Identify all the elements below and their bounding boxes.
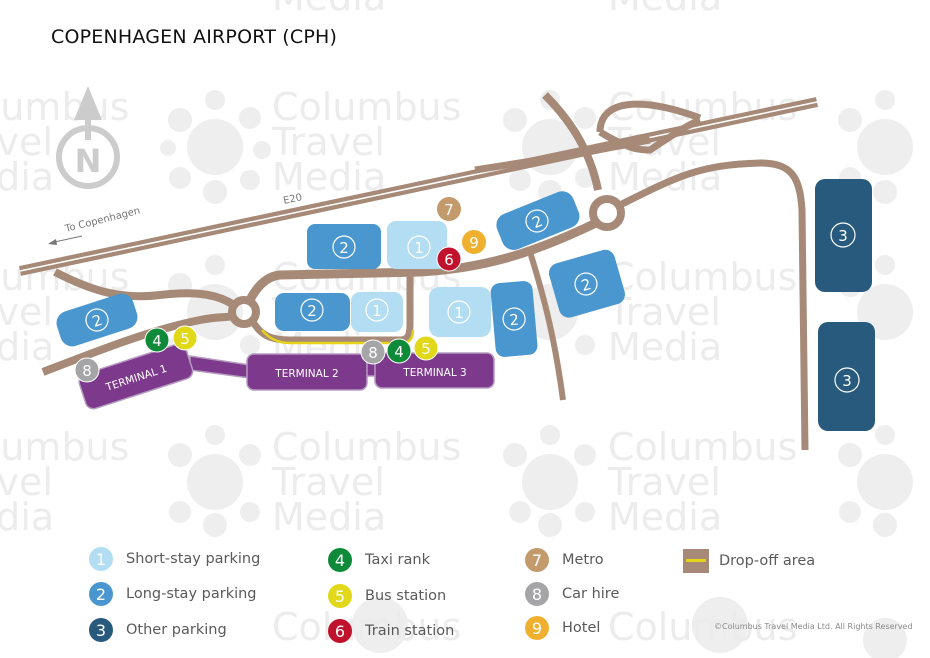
metro-icon: 7 <box>525 548 549 572</box>
svg-text:Columbus: Columbus <box>272 85 461 129</box>
svg-text:Columbus: Columbus <box>0 85 129 129</box>
svg-text:4: 4 <box>152 332 162 350</box>
svg-text:1: 1 <box>372 302 382 320</box>
legend-bus-station: 5 Bus station <box>328 584 446 608</box>
svg-text:Media: Media <box>272 0 386 19</box>
svg-text:Travel: Travel <box>0 290 53 334</box>
svg-text:Travel: Travel <box>271 120 385 164</box>
svg-text:TERMINAL 2: TERMINAL 2 <box>274 368 338 380</box>
svg-text:9: 9 <box>469 234 479 252</box>
drop-off-area-icon <box>683 549 709 573</box>
svg-text:Media: Media <box>608 325 722 369</box>
svg-text:Travel: Travel <box>0 120 53 164</box>
svg-text:Media: Media <box>0 325 54 369</box>
svg-text:6: 6 <box>444 251 454 269</box>
svg-text:Columbus: Columbus <box>608 425 797 469</box>
e20-label: E20 <box>282 192 303 207</box>
long-stay-parking-icon: 2 <box>89 582 113 606</box>
copyright-notice: ©Columbus Travel Media Ltd. All Rights R… <box>714 622 913 631</box>
svg-text:2: 2 <box>509 311 520 330</box>
svg-text:5: 5 <box>180 330 190 348</box>
to-copenhagen-label: To Copenhagen <box>48 206 141 245</box>
long-stay-parking: 2 <box>275 293 350 331</box>
svg-text:Media: Media <box>608 155 722 199</box>
svg-text:2: 2 <box>307 302 317 320</box>
svg-text:Travel: Travel <box>607 460 721 504</box>
other-parking-icon: 3 <box>89 618 113 642</box>
taxi-rank-marker-t3: 4 <box>386 338 412 364</box>
metro-marker: 7 <box>437 197 461 221</box>
svg-text:Columbus: Columbus <box>0 425 129 469</box>
svg-text:To Copenhagen: To Copenhagen <box>63 206 141 236</box>
svg-text:Columbus: Columbus <box>272 425 461 469</box>
svg-text:Media: Media <box>0 495 54 539</box>
svg-text:Travel: Travel <box>271 460 385 504</box>
short-stay-parking-icon: 1 <box>89 547 113 571</box>
legend-long-stay-parking: 2 Long-stay parking <box>89 582 257 606</box>
hotel-icon: 9 <box>525 616 549 640</box>
legend-other-parking: 3 Other parking <box>89 618 227 642</box>
svg-text:7: 7 <box>444 201 454 219</box>
svg-text:1: 1 <box>454 304 464 322</box>
north-compass-icon: N <box>56 86 120 189</box>
svg-text:Travel: Travel <box>0 460 53 504</box>
svg-text:Media: Media <box>608 495 722 539</box>
svg-text:3: 3 <box>838 227 848 245</box>
svg-text:8: 8 <box>368 344 378 362</box>
terminal-2: TERMINAL 2 <box>246 353 368 391</box>
svg-text:4: 4 <box>394 343 404 361</box>
svg-text:Media: Media <box>272 155 386 199</box>
taxi-rank-icon: 4 <box>328 548 352 572</box>
parking-areas: 2 2 1 2 1 1 <box>56 179 875 431</box>
long-stay-parking: 2 <box>490 281 538 357</box>
svg-text:N: N <box>75 142 102 180</box>
legend-car-hire: 8 Car hire <box>525 582 619 606</box>
long-stay-parking: 2 <box>496 191 580 250</box>
legend-hotel: 9 Hotel <box>525 616 600 640</box>
legend-taxi-rank: 4 Taxi rank <box>328 548 430 572</box>
train-station-marker: 6 <box>436 246 462 272</box>
other-parking: 3 <box>818 322 875 431</box>
svg-text:Columbus: Columbus <box>272 605 461 649</box>
taxi-rank-marker-t1: 4 <box>144 327 170 353</box>
legend-short-stay-parking: 1 Short-stay parking <box>89 547 260 571</box>
train-station-icon: 6 <box>328 619 352 643</box>
car-hire-marker-t3: 8 <box>360 339 386 365</box>
bus-station-marker-t3: 5 <box>413 335 439 361</box>
legend-train-station: 6 Train station <box>328 619 454 643</box>
svg-text:2: 2 <box>579 275 593 295</box>
svg-text:5: 5 <box>421 340 431 358</box>
svg-text:Media: Media <box>272 495 386 539</box>
facility-markers: 7 9 6 4 5 8 8 4 5 <box>74 197 486 383</box>
car-hire-icon: 8 <box>525 582 549 606</box>
short-stay-parking: 1 <box>351 292 403 332</box>
svg-text:1: 1 <box>414 239 424 257</box>
svg-text:Media: Media <box>0 155 54 199</box>
roads <box>18 92 819 451</box>
other-parking: 3 <box>815 179 872 292</box>
svg-text:Columbus: Columbus <box>608 255 797 299</box>
terminal-1: TERMINAL 1 <box>78 343 194 410</box>
bus-station-marker-t1: 5 <box>172 325 198 351</box>
long-stay-parking: 2 <box>56 293 138 347</box>
dropoff-area <box>261 329 415 345</box>
legend-metro: 7 Metro <box>525 548 604 572</box>
svg-text:Media: Media <box>608 0 722 19</box>
hotel-marker: 9 <box>462 230 486 254</box>
svg-text:3: 3 <box>842 372 852 390</box>
svg-text:2: 2 <box>339 239 349 257</box>
short-stay-parking: 1 <box>387 221 447 269</box>
svg-text:TERMINAL 3: TERMINAL 3 <box>402 367 466 379</box>
bus-station-icon: 5 <box>328 584 352 608</box>
long-stay-parking: 2 <box>548 249 625 318</box>
long-stay-parking: 2 <box>307 224 381 269</box>
svg-text:Travel: Travel <box>607 290 721 334</box>
short-stay-parking: 1 <box>429 287 491 337</box>
svg-text:Columbus: Columbus <box>608 605 797 649</box>
car-hire-marker-t1: 8 <box>74 357 100 383</box>
svg-text:8: 8 <box>82 362 92 380</box>
page-title: COPENHAGEN AIRPORT (CPH) <box>51 26 338 48</box>
legend-drop-off-area: Drop-off area <box>683 549 815 573</box>
